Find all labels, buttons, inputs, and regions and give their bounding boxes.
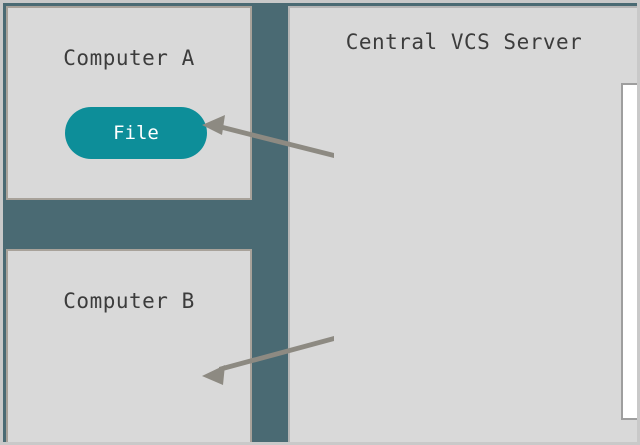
version-database-title: Version Database — [623, 106, 637, 127]
panel-computer-a: Computer A File — [6, 6, 252, 200]
version-database-box: Version Database Version 3 Version 2 Ver… — [621, 83, 637, 420]
panel-computer-b-title: Computer B — [63, 289, 195, 313]
panel-central-vcs-server: Central VCS Server Version Database Vers… — [288, 6, 637, 442]
panel-computer-b: Computer B File — [6, 249, 252, 442]
panel-computer-a-title: Computer A — [63, 46, 195, 70]
file-node-computer-a[interactable]: File — [65, 107, 207, 159]
file-node-computer-a-label: File — [113, 122, 159, 144]
panel-central-vcs-server-title: Central VCS Server — [345, 30, 583, 54]
